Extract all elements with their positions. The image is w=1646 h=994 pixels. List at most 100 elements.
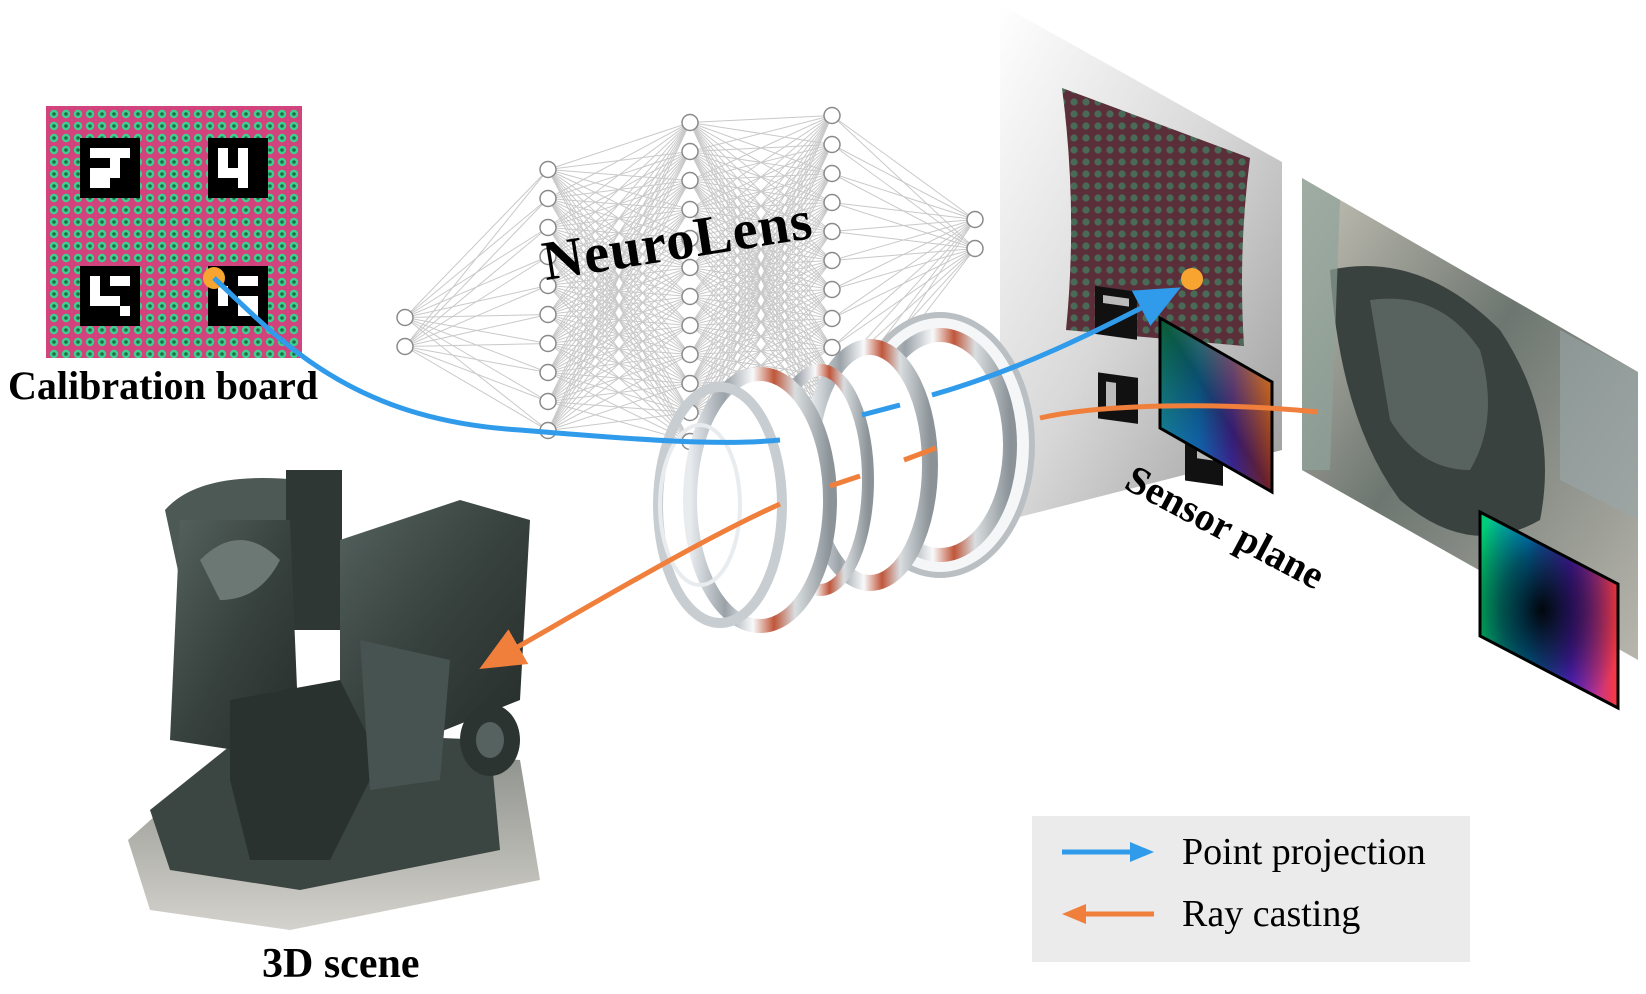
legend-item-point-projection: Point projection: [1032, 826, 1470, 876]
network-edge: [547, 122, 691, 402]
network-edge: [404, 227, 549, 347]
network-edge: [689, 115, 833, 413]
projected-point: [1181, 268, 1203, 290]
network-node: [823, 106, 841, 125]
network-node: [823, 280, 841, 299]
network-edge: [689, 115, 833, 297]
sculpture-icon: [128, 470, 540, 930]
network-node: [681, 287, 699, 306]
network-edge: [404, 343, 549, 347]
network-node: [539, 218, 557, 237]
network-edge: [689, 115, 833, 239]
network-node: [823, 193, 841, 212]
blue-arrow-icon: [1062, 842, 1154, 862]
network-node: [539, 334, 557, 353]
network-node: [681, 113, 699, 132]
network-edge: [689, 115, 833, 326]
network-edge: [547, 122, 691, 228]
network-node: [681, 316, 699, 335]
network-edge: [689, 115, 833, 181]
network-edge: [831, 219, 976, 290]
aruco-marker: [80, 266, 140, 326]
network-edge: [689, 115, 833, 210]
network-node: [539, 305, 557, 324]
network-edge: [404, 346, 549, 402]
network-edge: [547, 412, 691, 431]
network-edge: [831, 144, 976, 220]
neural-network-icon: [404, 115, 976, 442]
legend-label: Ray casting: [1182, 893, 1361, 935]
network-edge: [831, 219, 976, 348]
network-node: [539, 189, 557, 208]
network-edge: [547, 122, 691, 431]
network-edge: [547, 296, 691, 431]
network-node: [539, 392, 557, 411]
network-edge: [404, 346, 549, 373]
network-node: [966, 239, 984, 258]
distorted-photo-icon: [1302, 178, 1638, 660]
network-node: [681, 171, 699, 190]
network-edge: [831, 202, 976, 220]
network-edge: [547, 151, 691, 431]
scene-label: 3D scene: [262, 941, 420, 987]
network-edge: [547, 122, 691, 344]
network-edge: [404, 169, 549, 347]
network-edge: [831, 115, 976, 220]
network-node: [823, 309, 841, 328]
aruco-marker: [208, 138, 268, 198]
network-edge: [404, 198, 549, 347]
network-edge: [547, 122, 691, 199]
calibration-board-label: Calibration board: [8, 363, 319, 408]
network-node: [823, 251, 841, 270]
network-edge: [547, 325, 691, 431]
network-edge: [547, 383, 691, 431]
network-node: [539, 363, 557, 382]
network-edge: [547, 354, 691, 431]
network-edge: [404, 314, 549, 347]
network-edge: [547, 238, 691, 431]
network-edge: [831, 219, 976, 232]
network-edge: [689, 115, 833, 355]
network-node: [681, 142, 699, 161]
network-node: [396, 308, 414, 327]
network-edge: [547, 122, 691, 257]
network-node: [539, 160, 557, 179]
network-node: [823, 164, 841, 183]
legend-item-ray-casting: Ray casting: [1032, 888, 1470, 938]
network-edge: [404, 169, 549, 318]
ray-casting-arrow: [479, 403, 1319, 669]
network-edge: [404, 346, 549, 431]
network-edge: [404, 256, 549, 347]
network-edge: [404, 285, 549, 347]
network-edge: [831, 219, 976, 319]
flow-field-icon: [1478, 509, 1620, 711]
network-edge: [689, 115, 833, 123]
network-edge: [547, 122, 691, 286]
network-node: [966, 210, 984, 229]
network-edge: [689, 115, 833, 152]
network-edge: [547, 122, 691, 373]
calibration-board-icon: [46, 106, 302, 358]
network-edge: [689, 115, 833, 268]
point-projection-arrow: [212, 276, 1181, 445]
legend: Point projection Ray casting: [1032, 816, 1470, 962]
network-edge: [831, 173, 976, 220]
network-edge: [547, 209, 691, 431]
network-node: [539, 247, 557, 266]
network-node: [396, 337, 414, 356]
lens-icon: [653, 312, 1035, 633]
network-node: [823, 222, 841, 241]
aruco-marker: [80, 138, 140, 198]
network-edge: [547, 122, 691, 170]
network-node: [681, 374, 699, 393]
network-edge: [831, 219, 976, 261]
legend-label: Point projection: [1182, 831, 1426, 873]
network-node: [823, 338, 841, 357]
orange-arrow-icon: [1062, 904, 1154, 924]
network-node: [681, 258, 699, 277]
network-edge: [689, 115, 833, 384]
network-edge: [547, 122, 691, 315]
network-edge: [547, 267, 691, 431]
network-node: [681, 229, 699, 248]
